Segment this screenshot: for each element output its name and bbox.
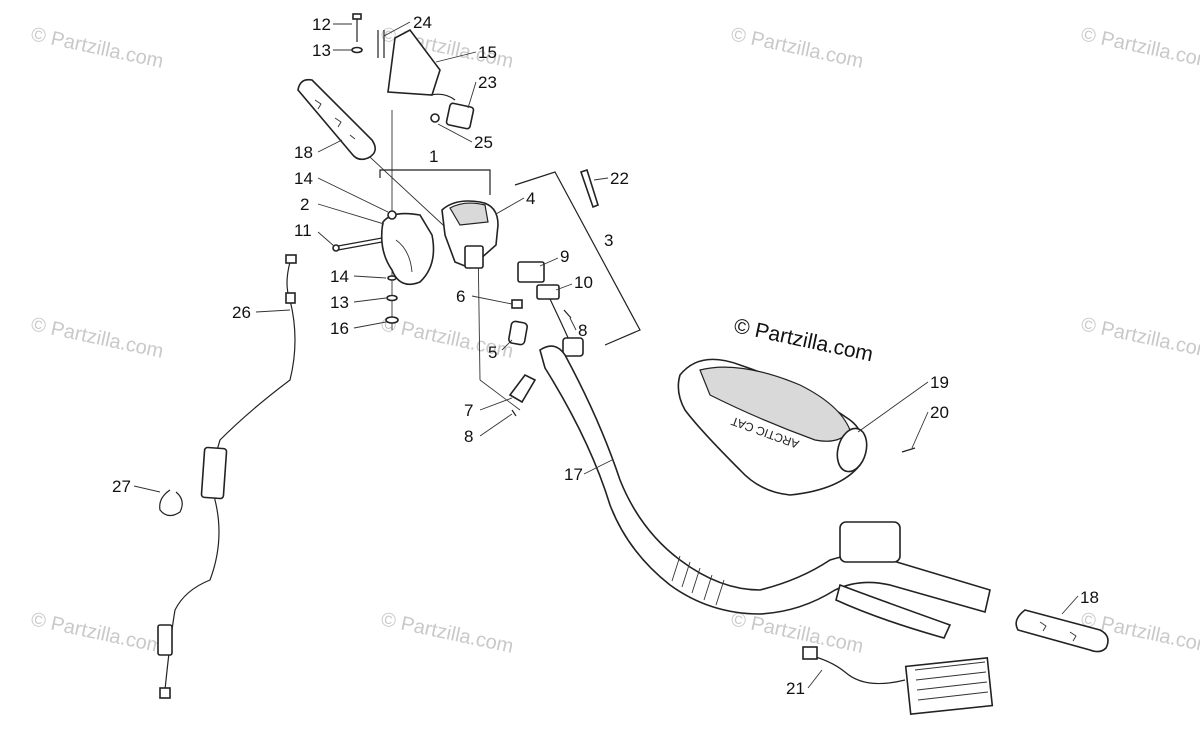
callout-label: 16 bbox=[330, 319, 349, 338]
bracket-part-15 bbox=[387, 28, 441, 96]
connector-part-25 bbox=[430, 113, 440, 123]
connector-plug bbox=[562, 337, 584, 357]
part-6 bbox=[511, 299, 523, 309]
callout-label: 5 bbox=[488, 343, 497, 362]
watermark: © Partzilla.com bbox=[379, 608, 515, 658]
handguard-part-19: ARCTIC CAT bbox=[677, 358, 868, 496]
callout-label: 10 bbox=[574, 273, 593, 292]
callout-label: 11 bbox=[294, 221, 312, 240]
switch-wire bbox=[429, 93, 456, 101]
callout-label: 4 bbox=[526, 189, 535, 208]
washer-part-16 bbox=[385, 316, 399, 324]
callout-label: 18 bbox=[294, 143, 313, 162]
callout-label: 8 bbox=[578, 321, 587, 340]
assembly-axis bbox=[479, 379, 521, 411]
callout-label: 14 bbox=[294, 169, 313, 188]
callout-label: 2 bbox=[300, 195, 309, 214]
callout-label: 1 bbox=[429, 147, 438, 166]
watermark: © Partzilla.com bbox=[29, 608, 165, 658]
group-bracket-1 bbox=[379, 169, 491, 195]
callout-label: 19 bbox=[930, 373, 949, 392]
washer-part-13 bbox=[351, 46, 363, 54]
watermark: © Partzilla.com bbox=[729, 23, 865, 73]
grip-part-18 bbox=[1015, 609, 1109, 653]
callout-label: 21 bbox=[786, 679, 805, 698]
copyright-text: © Partzilla.com bbox=[732, 314, 875, 366]
callout-label: 20 bbox=[930, 403, 949, 422]
watermark: © Partzilla.com bbox=[29, 313, 165, 363]
washer-part-14 bbox=[387, 275, 397, 281]
switch-part-10 bbox=[536, 284, 560, 300]
washer-part-14 bbox=[387, 210, 397, 220]
watermark: © Partzilla.com bbox=[29, 23, 165, 73]
screw-part-8 bbox=[563, 309, 572, 319]
housing-part-4 bbox=[441, 200, 499, 269]
watermark: © Partzilla.com bbox=[729, 608, 865, 658]
group-bracket-3 bbox=[514, 171, 641, 346]
screw-part-20 bbox=[901, 447, 916, 453]
callout-label: 25 bbox=[474, 133, 493, 152]
callout-label: 13 bbox=[330, 293, 349, 312]
callout-label: 14 bbox=[330, 267, 349, 286]
clip-part-24 bbox=[377, 30, 385, 58]
bracket-part-7 bbox=[508, 373, 537, 404]
part-5 bbox=[508, 320, 528, 346]
bolt-part-12 bbox=[352, 13, 362, 42]
washer-part-13 bbox=[386, 294, 398, 302]
switch-part-9 bbox=[517, 261, 545, 283]
callout-label: 8 bbox=[464, 427, 473, 446]
callout-label: 17 bbox=[564, 465, 583, 484]
callout-label: 7 bbox=[464, 401, 473, 420]
pin-part-22 bbox=[579, 168, 599, 209]
callout-label: 23 bbox=[478, 73, 497, 92]
callout-label: 9 bbox=[560, 247, 569, 266]
grip-part-18 bbox=[297, 78, 376, 161]
callout-label: 13 bbox=[312, 41, 331, 60]
callout-label: 24 bbox=[413, 13, 432, 32]
callout-label: 18 bbox=[1080, 588, 1099, 607]
watermark: © Partzilla.com bbox=[1079, 313, 1200, 363]
callout-label: 3 bbox=[604, 231, 613, 250]
screw-part-11 bbox=[332, 237, 383, 252]
heater-element-part-21 bbox=[802, 646, 994, 716]
callout-label: 12 bbox=[312, 15, 331, 34]
switch-wire bbox=[549, 298, 571, 343]
brake-lever-assembly bbox=[835, 521, 952, 639]
callout-label: 26 bbox=[232, 303, 251, 322]
screw-part-8 bbox=[511, 409, 517, 417]
callouts: 12 13 24 15 23 25 18 1 14 2 11 14 13 16 … bbox=[112, 13, 1099, 698]
clamp-part-27 bbox=[159, 489, 183, 517]
switch-part-23 bbox=[445, 102, 475, 130]
watermark: © Partzilla.com bbox=[1079, 23, 1200, 73]
cable-part-26 bbox=[157, 254, 297, 699]
callout-label: 27 bbox=[112, 477, 131, 496]
callout-label: 22 bbox=[610, 169, 629, 188]
housing-part-2 bbox=[380, 210, 435, 286]
callout-label: 6 bbox=[456, 287, 465, 306]
callout-label: 15 bbox=[478, 43, 497, 62]
